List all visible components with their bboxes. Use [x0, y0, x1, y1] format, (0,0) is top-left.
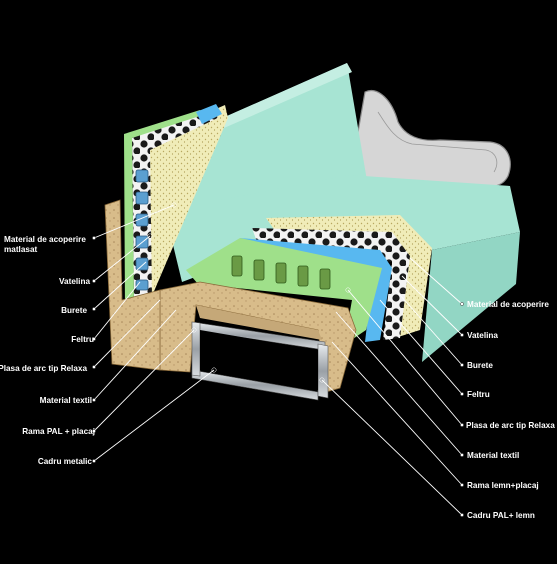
- armrest-seam: [377, 111, 498, 173]
- backrest-felt: [124, 110, 206, 308]
- seat-cover-side: [422, 232, 520, 362]
- label-right-vatelina: Vatelina: [467, 331, 498, 340]
- label-right-cadru-pal-lemn: Cadru PAL+ lemn: [467, 511, 535, 520]
- wood-frame-inner: [196, 305, 322, 340]
- label-left-burete: Burete: [61, 306, 87, 315]
- frame-cavity: [200, 330, 318, 390]
- metal-frame: [191, 321, 329, 401]
- armrest: [349, 90, 511, 188]
- label-right-rama-lemn-placaj: Rama lemn+placaj: [467, 481, 539, 490]
- label-left-material-textil: Material textil: [39, 396, 92, 405]
- label-right-plasa-de-arc: Plasa de arc tip Relaxa: [466, 421, 555, 430]
- leader-dots: [92, 202, 464, 517]
- backrest-springs: [135, 169, 149, 291]
- label-right-material-de-acoperire: Material de acoperire: [467, 300, 549, 309]
- backrest-batting: [140, 105, 228, 296]
- seat-springs: [231, 255, 331, 290]
- side-panel: [104, 199, 161, 371]
- seat-cover: [220, 175, 520, 250]
- leader-lines: [93, 204, 463, 516]
- label-left-plasa-de-arc: Plasa de arc tip Relaxa: [0, 364, 87, 373]
- label-left-feltru: Feltru: [71, 335, 94, 344]
- label-right-burete: Burete: [467, 361, 493, 370]
- label-left-vatelina: Vatelina: [59, 277, 90, 286]
- backrest-blue-strip: [196, 104, 222, 124]
- label-right-feltru: Feltru: [467, 390, 490, 399]
- label-left-rama-pal-placaj: Rama PAL + placaj: [22, 427, 95, 436]
- label-right-material-textil: Material textil: [467, 451, 520, 460]
- label-left-material-de-acoperire-matlasat: Material de acoperire matlasat: [4, 235, 86, 254]
- label-left-cadru-metalic: Cadru metalic: [37, 457, 92, 466]
